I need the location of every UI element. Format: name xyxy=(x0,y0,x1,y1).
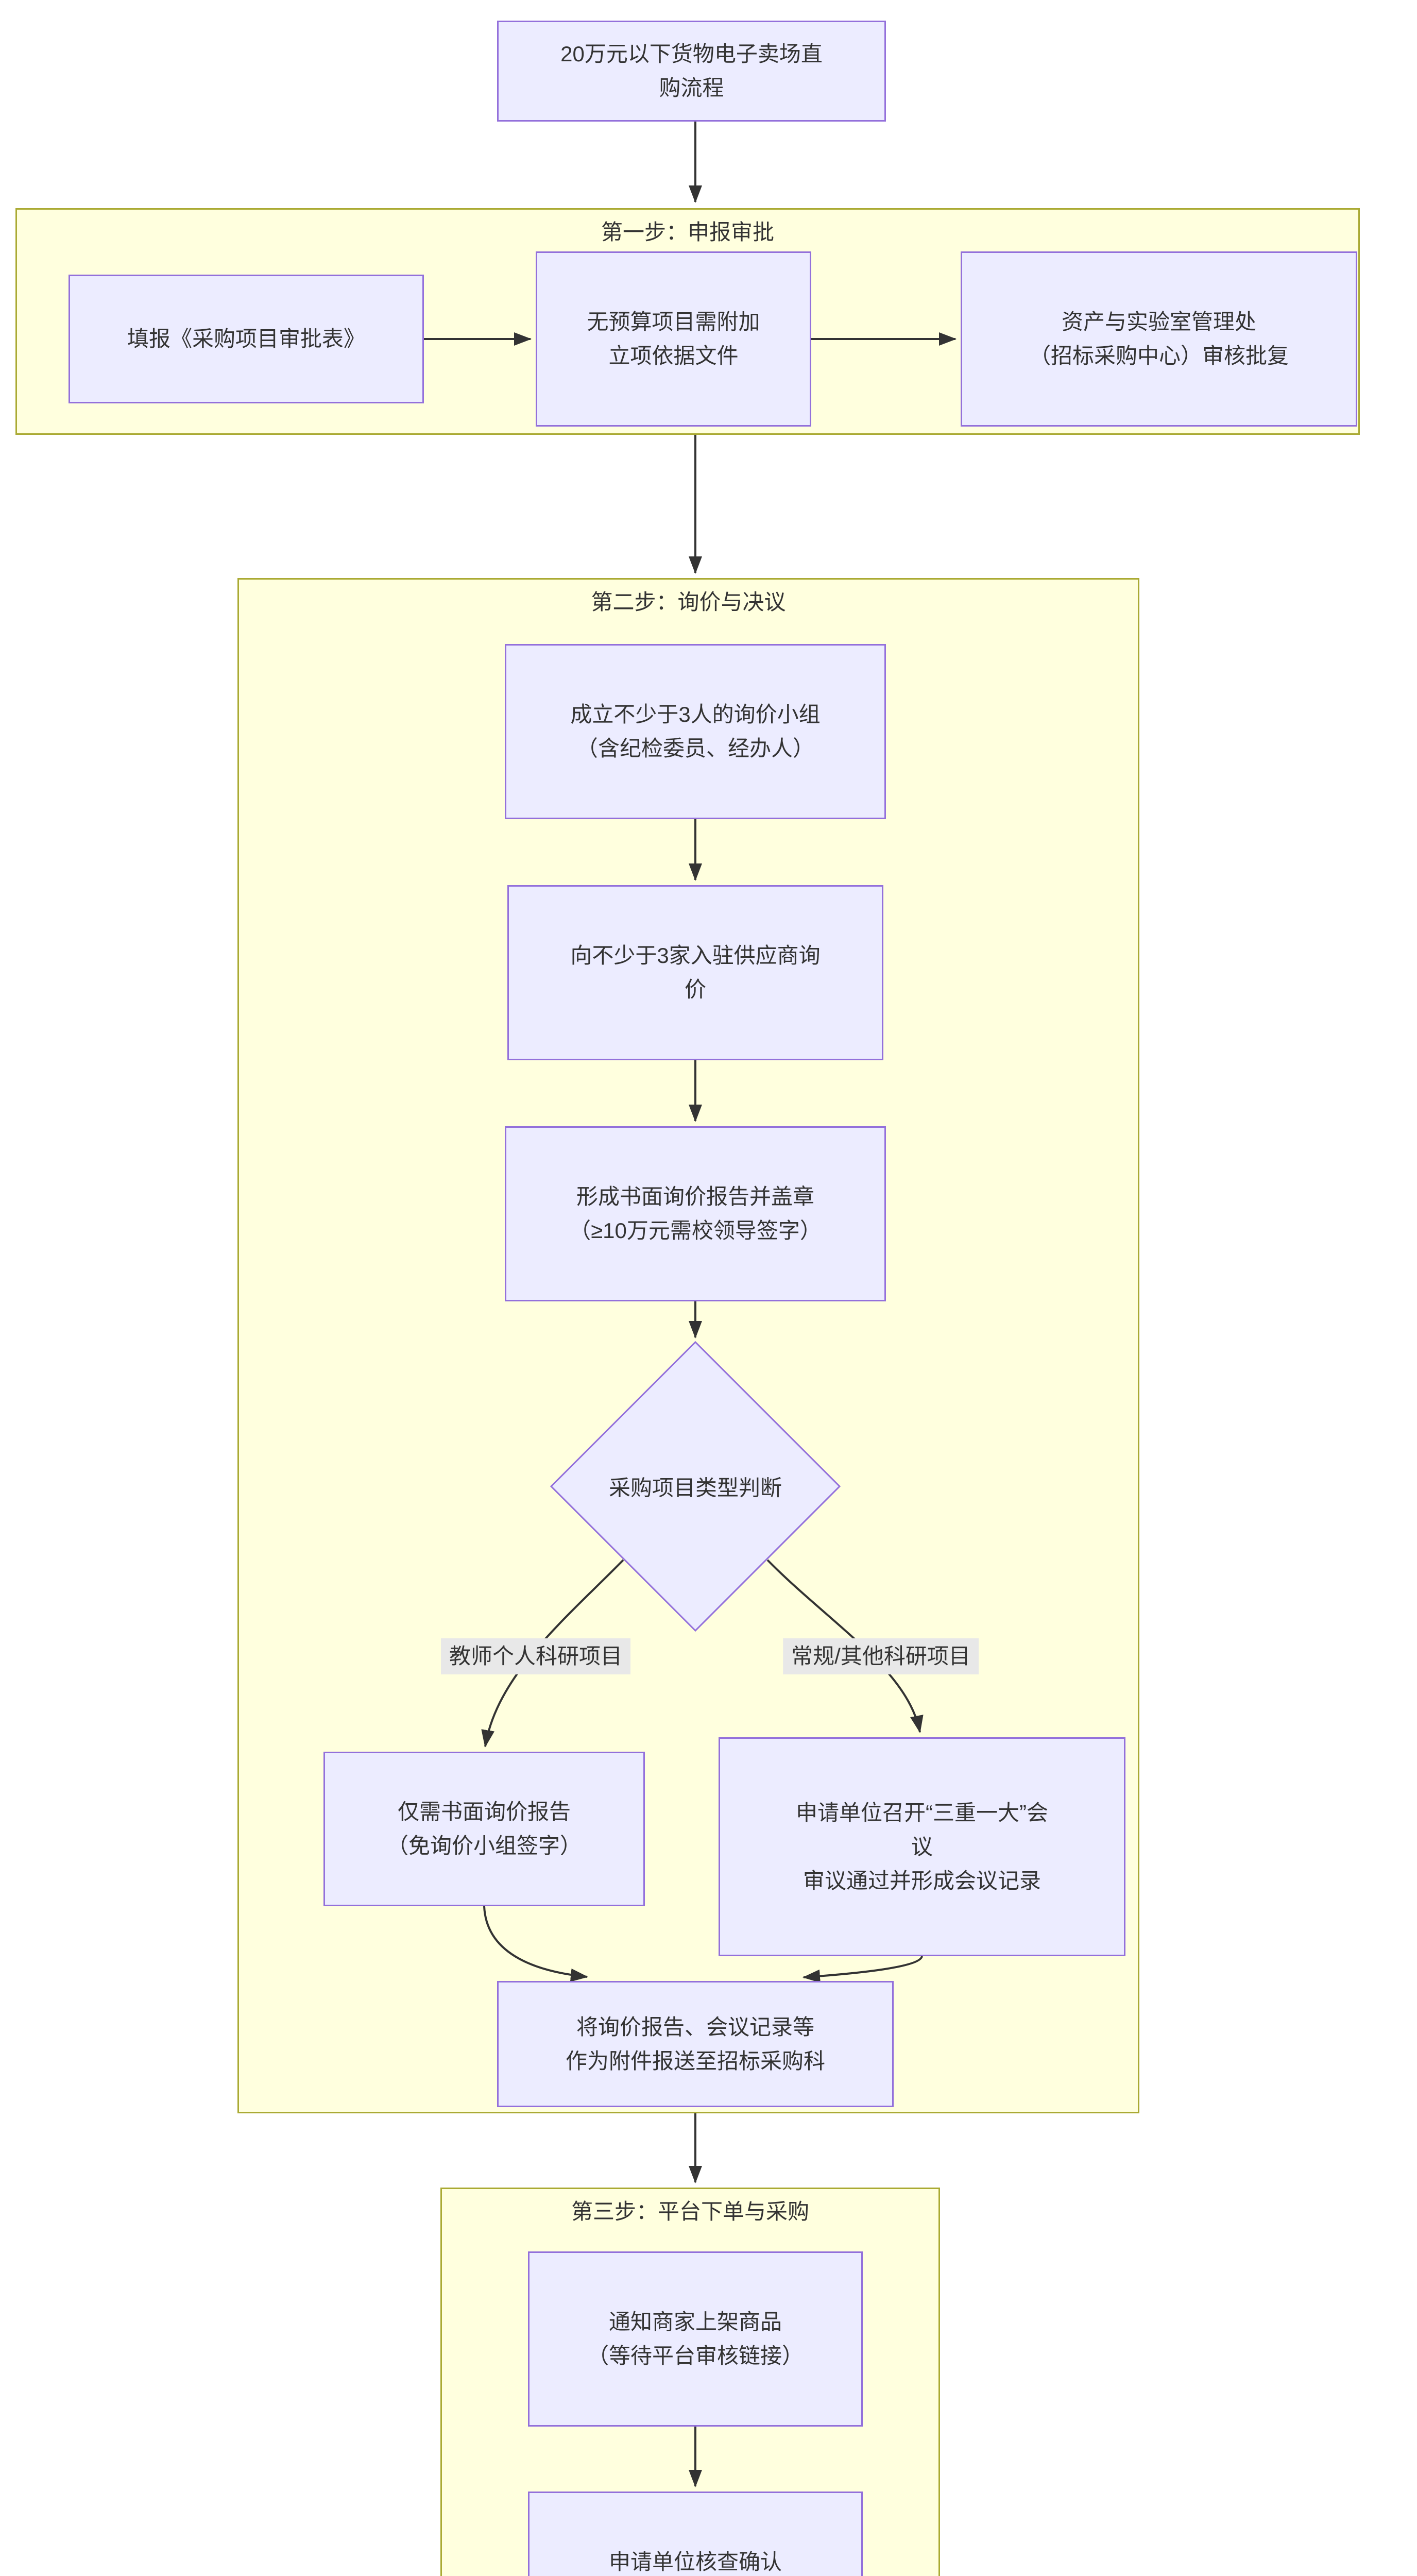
node-notify-merchant: 通知商家上架商品 （等待平台审核链接） xyxy=(528,2251,863,2427)
node-budget-attachment: 无预算项目需附加 立项依据文件 xyxy=(536,251,811,427)
node-budget-attachment-line2: 立项依据文件 xyxy=(608,344,739,368)
node-written-report: 形成书面询价报告并盖章 （≥10万元需校领导签字） xyxy=(505,1126,886,1301)
node-supplier-inquiry: 向不少于3家入驻供应商询 价 xyxy=(507,885,883,1060)
section-step2-title: 第二步：询价与决议 xyxy=(591,590,786,614)
arrow-personal-to-submit xyxy=(483,1906,588,1982)
node-major-decision-meeting-line3: 审议通过并形成会议记录 xyxy=(803,1868,1041,1893)
node-budget-attachment-line1: 无预算项目需附加 xyxy=(587,310,760,334)
node-supplier-inquiry-line1: 向不少于3家入驻供应商询 xyxy=(570,943,821,968)
node-written-report-line2: （≥10万元需校领导签字） xyxy=(569,1218,822,1243)
node-submit-attachments-line1: 将询价报告、会议记录等 xyxy=(576,2014,814,2039)
node-major-decision-meeting: 申请单位召开“三重一大”会 议 审议通过并形成会议记录 xyxy=(719,1737,1125,1956)
arrow-meeting-to-submit xyxy=(803,1956,923,1983)
node-report-only-line1: 仅需书面询价报告 xyxy=(397,1800,571,1824)
node-start-line1: 20万元以下货物电子卖场直 xyxy=(560,42,823,66)
node-fill-approval-form-line1: 填报《采购项目审批表》 xyxy=(127,327,365,351)
edge-label-personal-project: 教师个人科研项目 xyxy=(440,1638,631,1674)
node-written-report-line1: 形成书面询价报告并盖章 xyxy=(576,1184,814,1209)
node-fill-approval-form: 填报《采购项目审批表》 xyxy=(69,275,424,403)
node-asset-office-review-line2: （招标采购中心）审核批复 xyxy=(1029,344,1289,368)
node-asset-office-review-line1: 资产与实验室管理处 xyxy=(1061,310,1256,334)
decision-project-type-label: 采购项目类型判断 xyxy=(608,1476,782,1500)
node-start: 20万元以下货物电子卖场直 购流程 xyxy=(497,21,886,122)
edge-label-regular-project: 常规/其他科研项目 xyxy=(783,1638,979,1674)
node-inquiry-group-line1: 成立不少于3人的询价小组 xyxy=(570,702,821,726)
node-inquiry-group-line2: （含纪检委员、经办人） xyxy=(576,736,814,760)
node-supplier-inquiry-line2: 价 xyxy=(684,977,706,1002)
node-major-decision-meeting-line1: 申请单位召开“三重一大”会 xyxy=(796,1800,1048,1825)
node-report-only: 仅需书面询价报告 （免询价小组签字） xyxy=(323,1752,645,1906)
node-inquiry-group: 成立不少于3人的询价小组 （含纪检委员、经办人） xyxy=(505,644,886,819)
node-submit-attachments-line2: 作为附件报送至招标采购科 xyxy=(565,2048,825,2073)
node-notify-merchant-line1: 通知商家上架商品 xyxy=(608,2310,782,2334)
node-submit-attachments: 将询价报告、会议记录等 作为附件报送至招标采购科 xyxy=(497,1981,894,2107)
node-notify-merchant-line2: （等待平台审核链接） xyxy=(587,2344,804,2368)
node-major-decision-meeting-line2: 议 xyxy=(911,1834,933,1859)
section-step1-title: 第一步：申报审批 xyxy=(601,220,774,244)
node-report-only-line2: （免询价小组签字） xyxy=(386,1834,582,1858)
node-confirm-link-line1: 申请单位核查确认 xyxy=(608,2550,782,2574)
node-asset-office-review: 资产与实验室管理处 （招标采购中心）审核批复 xyxy=(961,251,1357,427)
node-confirm-link: 申请单位核查确认 最终商品链接 xyxy=(528,2492,863,2576)
section-step3-title: 第三步：平台下单与采购 xyxy=(571,2199,809,2224)
decision-diamond-shape xyxy=(550,1341,841,1632)
node-start-line2: 购流程 xyxy=(659,76,724,100)
